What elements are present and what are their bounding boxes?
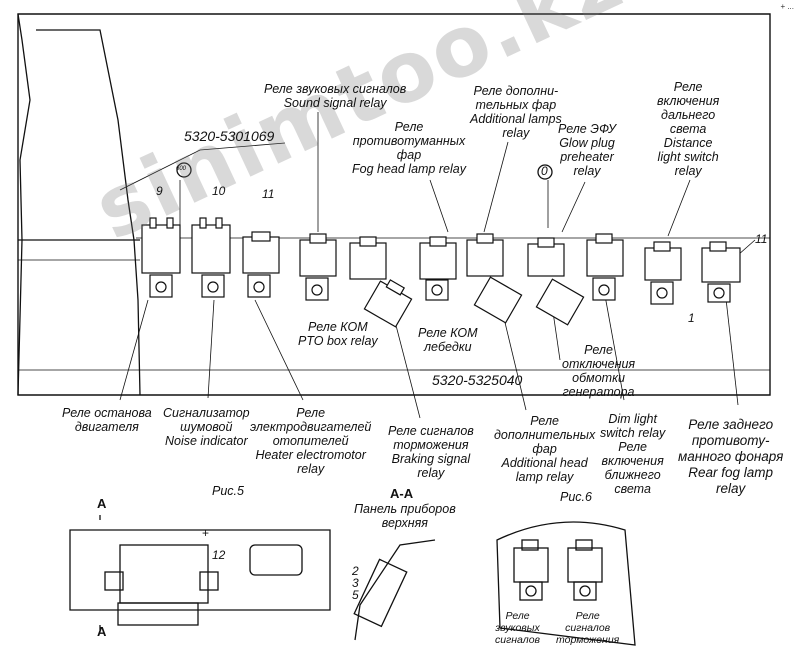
callout-10: 10 xyxy=(212,184,226,198)
part-code-upper: 5320-5301069 xyxy=(184,128,275,144)
plus-mark: + xyxy=(202,526,210,540)
part-code-lower: 5320-5325040 xyxy=(432,372,523,388)
callout-11-left: 11 xyxy=(262,187,275,201)
callout-2: 2 xyxy=(352,564,359,578)
corner-mark: + ... xyxy=(780,2,794,11)
callout-11-right: 11 xyxy=(755,232,768,246)
callout-600: 600 xyxy=(176,166,187,172)
callout-1: 1 xyxy=(688,311,695,325)
section-mark-a-top: А xyxy=(97,496,107,511)
callout-3: 3 xyxy=(352,576,359,590)
caption-fig5: Рис.5 xyxy=(212,484,244,498)
section-mark-a-bottom: А xyxy=(97,624,107,639)
caption-fig6: Рис.6 xyxy=(560,490,592,504)
section-aa-title: А-А xyxy=(390,486,414,501)
callout-5: 5 xyxy=(352,588,359,602)
callout-0: 0 xyxy=(541,164,548,178)
callout-9: 9 xyxy=(156,184,163,198)
callout-12: 12 xyxy=(212,548,226,562)
